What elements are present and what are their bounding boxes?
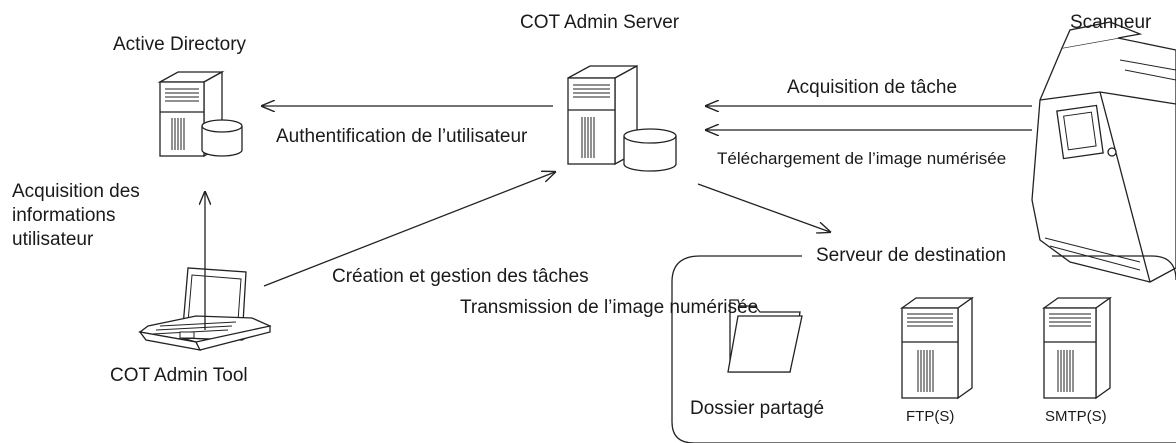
auth-label: Authentification de l’utilisateur xyxy=(276,126,528,147)
user-info-acquisition-label: Acquisition des informations utilisateur xyxy=(12,181,140,250)
admin-tool-label: COT Admin Tool xyxy=(110,365,248,386)
transmission-label: Transmission de l’image numérisée xyxy=(460,297,759,318)
active-directory-database-icon xyxy=(201,119,243,157)
scanner-icon xyxy=(1031,21,1176,283)
folder-icon xyxy=(727,299,803,373)
destination-label: Serveur de destination xyxy=(816,245,1007,266)
scanner-label: Scanneur xyxy=(1070,12,1152,33)
smtp-server-icon xyxy=(1041,296,1113,400)
smtp-label: SMTP(S) xyxy=(1045,408,1107,425)
transmission-arrow xyxy=(697,183,830,232)
task-creation-label: Création et gestion des tâches xyxy=(332,266,589,287)
active-directory-label: Active Directory xyxy=(113,34,247,55)
task-creation-arrow xyxy=(263,172,555,287)
admin-server-database-icon xyxy=(623,128,677,172)
ftp-label: FTP(S) xyxy=(906,408,955,425)
shared-folder-label: Dossier partagé xyxy=(690,398,825,419)
admin-server-label: COT Admin Server xyxy=(520,12,680,33)
ftp-server-icon xyxy=(899,296,975,400)
task-acquisition-label: Acquisition de tâche xyxy=(787,77,958,98)
image-upload-label: Téléchargement de l’image numérisée xyxy=(717,149,1007,168)
